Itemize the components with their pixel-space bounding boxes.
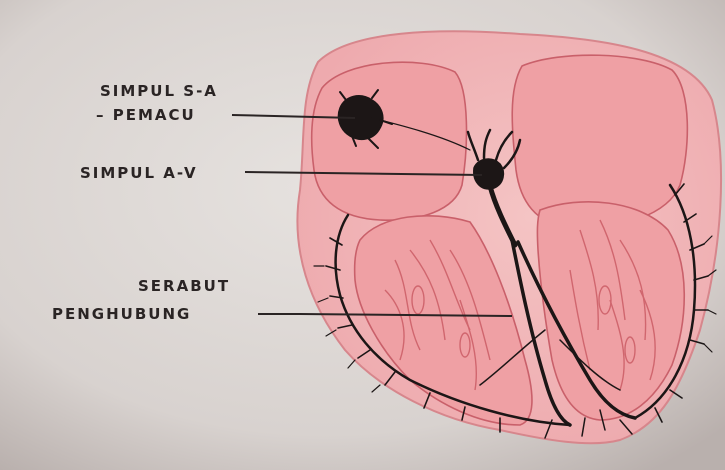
purkinje-label-line2: PENGHUBUNG: [52, 305, 191, 323]
right-atrium: [312, 62, 467, 220]
sa-node-label-line1: SIMPUL S-A: [100, 82, 218, 100]
av-node-label: SIMPUL A-V: [80, 164, 198, 182]
purkinje-label-line1: SERABUT: [138, 277, 230, 295]
sa-node-label-line2: – PEMACU: [96, 106, 196, 124]
